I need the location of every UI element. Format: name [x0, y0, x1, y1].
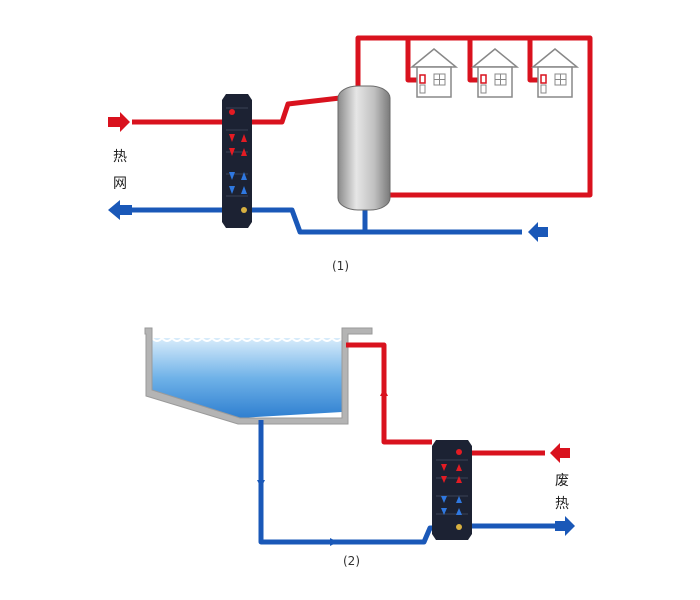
cold-pipes-1 [122, 207, 522, 235]
waste-heat-label-char2: 热 [555, 496, 569, 512]
hot-pipe-2 [346, 342, 432, 445]
hot-flow-up-arrow [380, 388, 388, 396]
diagram-2 [144, 327, 575, 546]
diagram-1 [108, 35, 593, 242]
plate-heat-exchanger-2 [432, 440, 472, 540]
cold-pipe-2 [258, 420, 434, 545]
cold-return-arrow [528, 222, 548, 242]
cold-outlet-arrow-2 [555, 516, 575, 536]
hot-inlet-arrow [108, 112, 130, 132]
house-icon [409, 48, 459, 98]
house-icon [470, 48, 520, 98]
district-heating-label-char2: 网 [113, 176, 127, 192]
waste-heat-label-char1: 废 [555, 473, 569, 489]
plate-heat-exchanger-1 [222, 94, 252, 228]
cold-flow-down-arrow [257, 480, 265, 488]
cold-outlet-arrow [108, 200, 132, 220]
storage-tank [337, 85, 391, 211]
caption-1: (1) [332, 259, 349, 273]
water-basin [144, 327, 373, 425]
cold-flow-right-arrow [330, 538, 338, 546]
house-icon [530, 48, 580, 98]
district-heating-label-char1: 热 [113, 149, 127, 165]
hot-pipes-1 [132, 35, 593, 198]
waste-heat-inlet-arrow [550, 443, 570, 463]
caption-2: (2) [343, 554, 360, 568]
